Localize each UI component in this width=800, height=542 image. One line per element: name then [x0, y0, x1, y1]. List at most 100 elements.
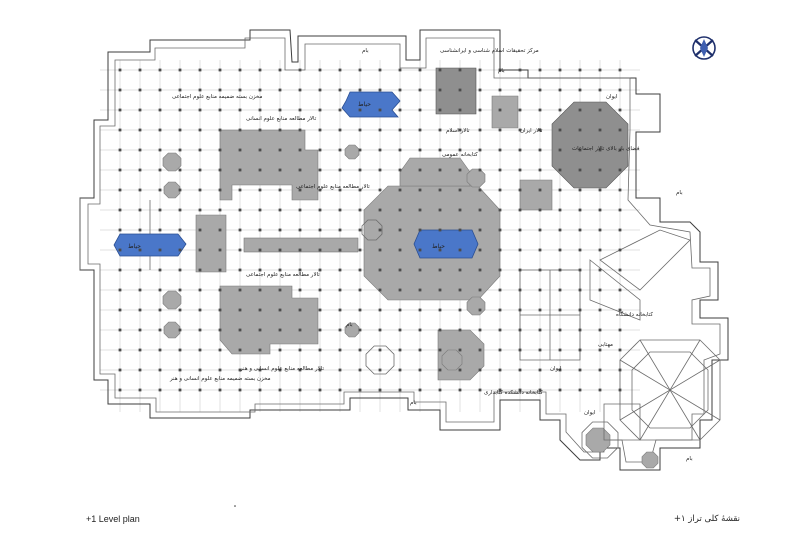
column-dot	[178, 368, 182, 372]
column-dot	[358, 228, 362, 232]
column-dot	[138, 368, 142, 372]
label-roof-6: بام	[346, 322, 353, 328]
column-dot	[598, 188, 602, 192]
column-dot	[138, 148, 142, 152]
column-dot	[598, 288, 602, 292]
column-dot	[338, 128, 342, 132]
column-dot	[538, 108, 542, 112]
column-dot	[418, 348, 422, 352]
column-dot	[458, 88, 462, 92]
column-dot	[218, 68, 222, 72]
column-dot	[498, 388, 502, 392]
column-dot	[498, 308, 502, 312]
column-dot	[418, 308, 422, 312]
column-dot	[478, 188, 482, 192]
column-dot	[178, 168, 182, 172]
column-dot	[158, 268, 162, 272]
label-university-library: کتابخانه دانشگاه	[616, 311, 653, 318]
column-dot	[438, 328, 442, 332]
column-dot	[398, 368, 402, 372]
column-dot	[518, 328, 522, 332]
column-dot	[158, 308, 162, 312]
column-dot	[138, 308, 142, 312]
column-dot	[298, 108, 302, 112]
column-dot	[578, 128, 582, 132]
column-dot	[198, 168, 202, 172]
column-dot	[258, 188, 262, 192]
column-dot	[178, 348, 182, 352]
column-dot	[218, 148, 222, 152]
column-dot	[218, 348, 222, 352]
column-dot	[538, 268, 542, 272]
column-dot	[198, 328, 202, 332]
column-dot	[598, 248, 602, 252]
column-dot	[418, 328, 422, 332]
column-dot	[218, 388, 222, 392]
column-dot	[378, 388, 382, 392]
north-arrow-icon	[692, 36, 716, 60]
column-dot	[358, 108, 362, 112]
column-dot	[498, 148, 502, 152]
column-dot	[338, 368, 342, 372]
column-dot	[238, 108, 242, 112]
column-dot	[198, 108, 202, 112]
column-dot	[478, 308, 482, 312]
column-dot	[538, 348, 542, 352]
column-dot	[458, 168, 462, 172]
column-dot	[558, 88, 562, 92]
column-dot	[218, 248, 222, 252]
column-dot	[258, 368, 262, 372]
courtyard-center	[413, 229, 479, 259]
label-storage-west: مخزن بسته ضمیمه منابع علوم اجتماعی	[172, 94, 262, 100]
column-dot	[338, 68, 342, 72]
column-dot	[418, 68, 422, 72]
column-dot	[338, 388, 342, 392]
column-dot	[118, 368, 122, 372]
column-dot	[398, 388, 402, 392]
label-roof-1: بام	[362, 48, 369, 54]
column-dot	[278, 168, 282, 172]
label-faculty-library: کتابخانه دانشکده کتابداری	[484, 389, 543, 396]
column-dot	[298, 188, 302, 192]
column-dot	[218, 368, 222, 372]
column-dot	[538, 128, 542, 132]
column-dot	[558, 308, 562, 312]
column-dot	[478, 328, 482, 332]
octagonal-room	[641, 451, 659, 469]
column-dot	[338, 308, 342, 312]
hall-north-mass	[219, 129, 319, 201]
column-dot	[478, 228, 482, 232]
column-dot	[538, 168, 542, 172]
column-dot	[398, 148, 402, 152]
column-dot	[498, 108, 502, 112]
column-dot	[538, 328, 542, 332]
column-dot	[198, 368, 202, 372]
column-dot	[338, 288, 342, 292]
column-dot	[278, 208, 282, 212]
column-dot	[158, 248, 162, 252]
column-dot	[438, 88, 442, 92]
column-dot	[618, 108, 622, 112]
north-small-mass	[491, 95, 519, 129]
column-dot	[298, 288, 302, 292]
column-dot	[478, 288, 482, 292]
column-dot	[438, 168, 442, 172]
column-dot	[178, 68, 182, 72]
column-dot	[258, 208, 262, 212]
column-dot	[338, 168, 342, 172]
column-dot	[418, 108, 422, 112]
column-dot	[578, 388, 582, 392]
column-dot	[118, 88, 122, 92]
column-dot	[458, 188, 462, 192]
column-dot	[418, 128, 422, 132]
column-dot	[578, 288, 582, 292]
column-dot	[138, 168, 142, 172]
label-public-library: کتابخانه عمومی	[442, 151, 478, 158]
column-dot	[378, 268, 382, 272]
column-dot	[438, 368, 442, 372]
column-dot	[578, 228, 582, 232]
column-dot	[198, 208, 202, 212]
column-dot	[158, 128, 162, 132]
column-dot	[598, 308, 602, 312]
courtyard-north	[341, 91, 401, 118]
